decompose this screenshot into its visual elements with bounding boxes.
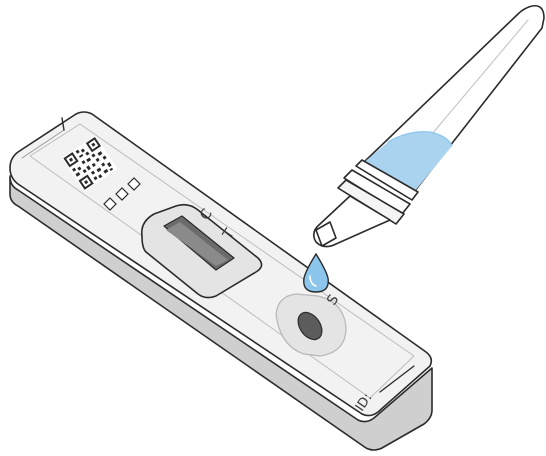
dropper-tube	[314, 6, 544, 247]
